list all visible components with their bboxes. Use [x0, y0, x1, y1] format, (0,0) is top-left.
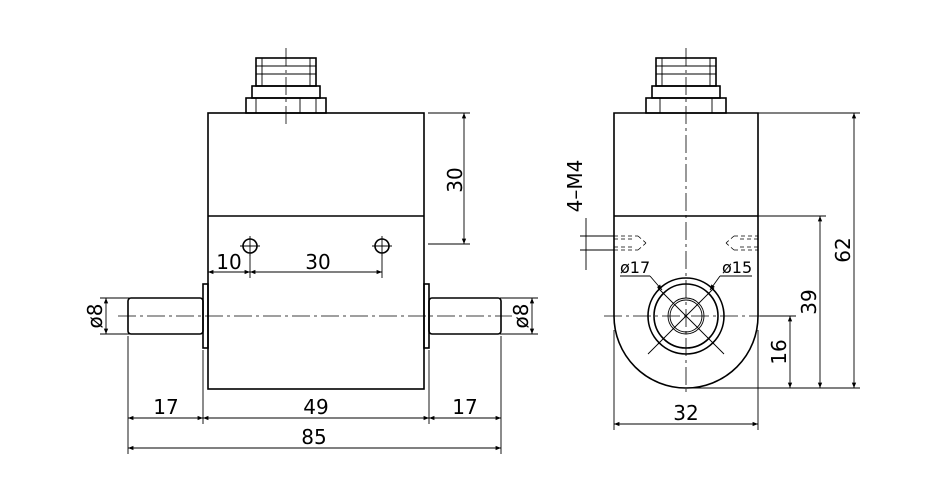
dim-shaft-right-len: 17: [452, 395, 477, 419]
dim-width: 32: [673, 401, 698, 425]
thread-hole-right: [725, 235, 758, 251]
side-dimensions: 4–M4 ø17 ø15 32 16 39 62: [563, 112, 860, 430]
dim-hole-offset: 10: [216, 250, 241, 274]
dim-shaft-dia-right: ø8: [509, 304, 533, 329]
dim-height-30: 30: [443, 167, 467, 192]
front-dimensions: 30 10 30 ø8 ø8 17 49 17 85: [83, 112, 538, 454]
dim-dia-17: ø17: [620, 258, 650, 277]
connector-front: [245, 48, 327, 128]
dim-body-len: 49: [303, 395, 328, 419]
dim-axis-height: 16: [767, 339, 791, 364]
dim-shaft-left-len: 17: [153, 395, 178, 419]
side-view: [604, 48, 776, 396]
dim-total-len: 85: [301, 425, 326, 449]
thread-spec: 4–M4: [563, 160, 587, 213]
mount-hole-2: [372, 236, 392, 256]
dim-total-height: 62: [831, 237, 855, 262]
dim-dia-15: ø15: [722, 258, 752, 277]
dim-shaft-dia-left: ø8: [83, 304, 107, 329]
mount-hole-1: [240, 236, 260, 256]
dim-hole-spacing: 30: [305, 250, 330, 274]
dim-39: 39: [797, 289, 821, 314]
thread-hole-left: [614, 235, 647, 251]
front-view: [118, 48, 512, 390]
